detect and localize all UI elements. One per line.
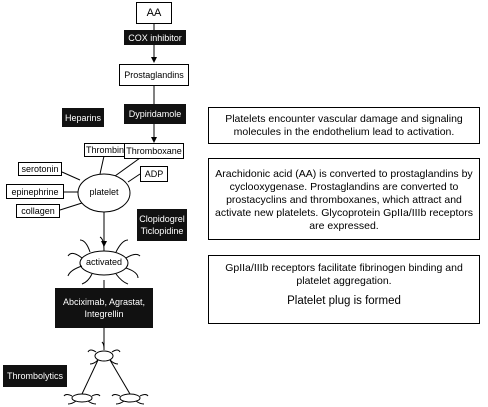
step3-result: Platelet plug is formed	[287, 295, 401, 307]
gp-inhibitors-box: Abciximab, Agrastat, Integrellin	[55, 288, 153, 328]
step2-description: Arachidonic acid (AA) is converted to pr…	[208, 158, 480, 240]
platelet-shape	[77, 173, 131, 213]
step1-description: Platelets encounter vascular damage and …	[208, 107, 480, 144]
serotonin-box: serotonin	[18, 162, 62, 176]
platelet-label: platelet	[89, 187, 119, 197]
thrombin-box: Thrombin	[84, 143, 126, 157]
cox-inhibitor-box: COX inhibitor	[124, 30, 186, 45]
aa-box: AA	[136, 2, 172, 24]
activated-platelet-shape	[67, 236, 141, 285]
aggregated-platelets	[63, 341, 149, 405]
epinephrine-box: epinephrine	[6, 184, 64, 199]
activated-label: activated	[85, 257, 123, 267]
heparins-box: Heparins	[62, 108, 104, 127]
step3-description: GpIIa/IIIb receptors facilitate fibrinog…	[208, 255, 480, 324]
prostaglandins-box: Prostaglandins	[119, 64, 189, 86]
collagen-box: collagen	[16, 204, 60, 218]
adp-box: ADP	[140, 166, 168, 182]
clopidogrel-ticlopidine-box: Clopidogrel Ticlopidine	[137, 209, 187, 241]
thrombolytics-box: Thrombolytics	[3, 365, 67, 387]
thromboxane-box: Thromboxane	[124, 143, 184, 159]
dypiridamole-box: Dypiridamole	[124, 104, 186, 124]
step3-text: GpIIa/IIIb receptors facilitate fibrinog…	[225, 262, 463, 287]
arrow-thromboxane-to-platelet	[114, 157, 141, 177]
